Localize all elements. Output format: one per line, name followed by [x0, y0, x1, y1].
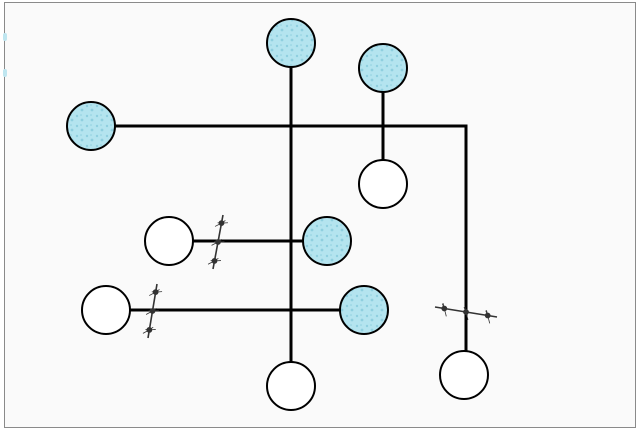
- barbed-wire-icon: [142, 283, 163, 339]
- water-filled-circle-node-top-right[interactable]: [358, 43, 408, 93]
- empty-circle-node-lower-left[interactable]: [81, 285, 131, 335]
- water-filled-circle-node-middle-right[interactable]: [302, 216, 352, 266]
- offscreen-node-hint: [3, 33, 7, 41]
- empty-circle-node-right-middle[interactable]: [358, 159, 408, 209]
- empty-circle-node-bottom-center[interactable]: [266, 361, 316, 411]
- pipe-network: [66, 18, 498, 411]
- offscreen-node-hint: [3, 69, 7, 77]
- barbed-wire-icon: [434, 303, 498, 324]
- water-filled-circle-node-top-center[interactable]: [266, 18, 316, 68]
- water-filled-circle-node-lower-right[interactable]: [339, 285, 389, 335]
- barbed-wire-icon: [207, 214, 228, 270]
- empty-circle-node-middle-left[interactable]: [144, 216, 194, 266]
- empty-circle-node-bottom-right[interactable]: [439, 350, 489, 400]
- water-filled-circle-node-left[interactable]: [66, 101, 116, 151]
- game-board: [3, 2, 636, 428]
